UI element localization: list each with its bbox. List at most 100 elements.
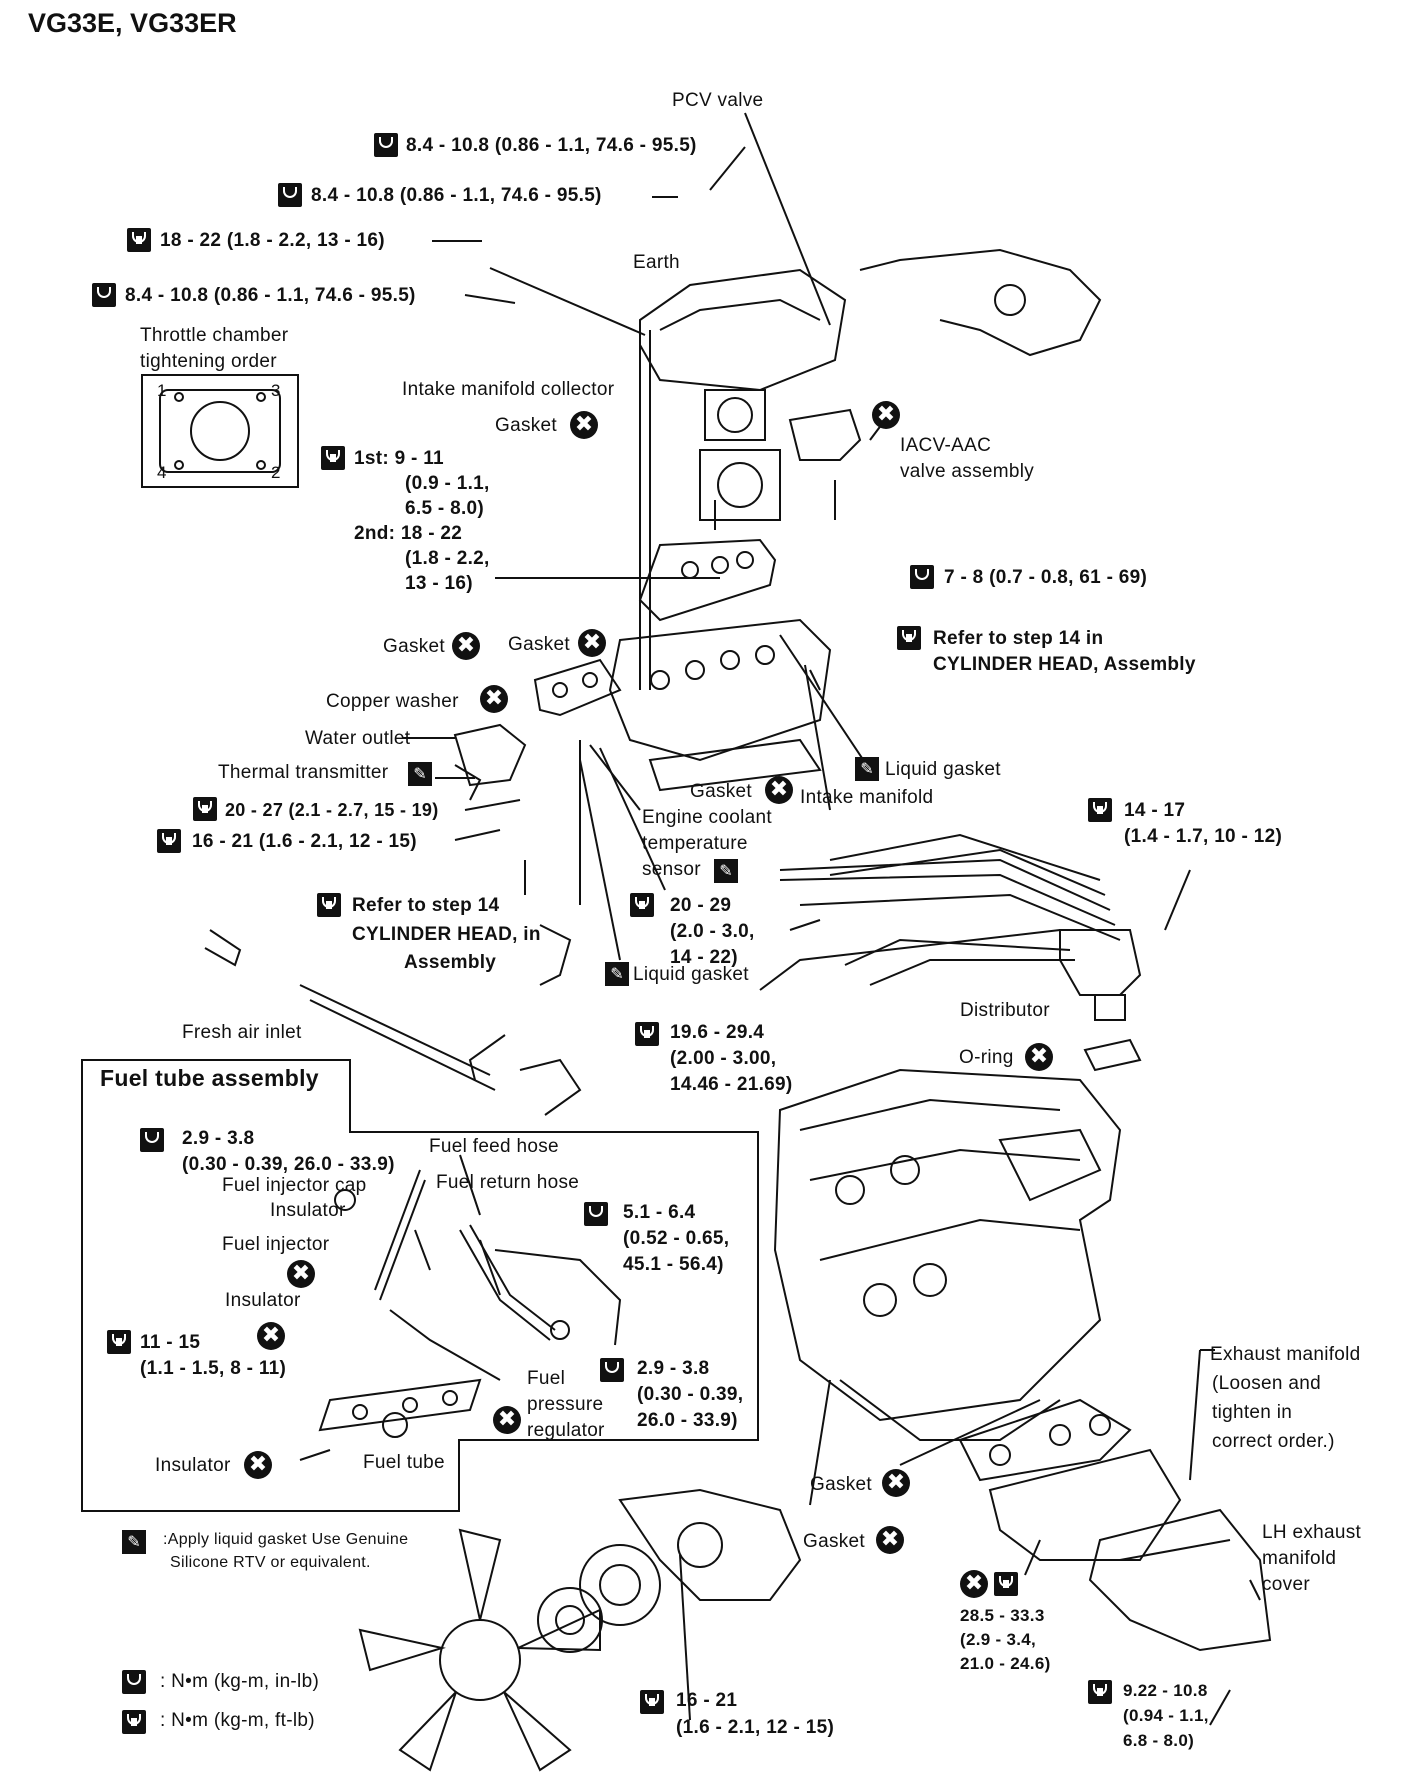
- torque-spec-14b: (0.30 - 0.39,: [637, 1384, 744, 1405]
- throttle-torque-5: (1.8 - 2.2,: [405, 548, 490, 569]
- replace-icon: ✖: [493, 1406, 521, 1434]
- refer-step-2: CYLINDER HEAD, Assembly: [933, 654, 1196, 675]
- replace-icon: ✖: [570, 411, 598, 439]
- legend-inlb: : N•m (kg-m, in-lb): [160, 1671, 320, 1692]
- torque-inlb-icon: [122, 1670, 146, 1694]
- liquid-gasket-icon: ✎: [605, 962, 629, 986]
- fuel-return-hose-label: Fuel return hose: [436, 1172, 580, 1193]
- intake-collector-label: Intake manifold collector: [402, 379, 615, 400]
- replace-icon: ✖: [578, 629, 606, 657]
- liquid-gasket-label-1: Liquid gasket: [885, 759, 1001, 780]
- torque-spec-10c: 14.46 - 21.69): [670, 1074, 793, 1095]
- coolant-sensor-label-3: sensor: [642, 859, 701, 880]
- gasket-label-6: Gasket: [803, 1531, 865, 1552]
- fuel-reg-label-3: regulator: [527, 1420, 605, 1441]
- water-outlet-label: Water outlet: [305, 728, 411, 749]
- fuel-reg-label-2: pressure: [527, 1394, 604, 1415]
- iacv-label-1: IACV-AAC: [900, 435, 992, 456]
- distributor-label: Distributor: [960, 1000, 1050, 1021]
- fresh-air-inlet-label: Fresh air inlet: [182, 1022, 302, 1043]
- thermal-transmitter-label: Thermal transmitter: [218, 762, 389, 783]
- o-ring-label: O-ring: [959, 1047, 1014, 1068]
- legend-liquid-2: Silicone RTV or equivalent.: [170, 1554, 371, 1571]
- torque-ftlb-icon: [640, 1690, 664, 1714]
- lh-cover-label-1: LH exhaust: [1262, 1522, 1362, 1543]
- page-title: VG33E, VG33ER: [28, 8, 237, 38]
- throttle-order-1: 1: [157, 381, 167, 400]
- replace-icon: ✖: [452, 632, 480, 660]
- throttle-order-title-2: tightening order: [140, 351, 277, 372]
- torque-spec-11a: 2.9 - 3.8: [182, 1128, 255, 1149]
- torque-spec-14a: 2.9 - 3.8: [637, 1358, 710, 1379]
- replace-icon: ✖: [876, 1526, 904, 1554]
- lh-cover-label-3: cover: [1262, 1574, 1310, 1595]
- liquid-gasket-icon: ✎: [122, 1530, 146, 1554]
- torque-spec-5: 7 - 8 (0.7 - 0.8, 61 - 69): [944, 567, 1148, 588]
- refer2-1: Refer to step 14: [352, 895, 500, 916]
- replace-icon: ✖: [244, 1451, 272, 1479]
- torque-spec-12b: (0.52 - 0.65,: [623, 1228, 730, 1249]
- injector-cap-label: Fuel injector cap: [222, 1175, 367, 1196]
- torque-spec-3: 18 - 22 (1.8 - 2.2, 13 - 16): [160, 230, 385, 251]
- copper-washer-label: Copper washer: [326, 691, 459, 712]
- replace-icon: ✖: [872, 401, 900, 429]
- torque-inlb-icon: [600, 1358, 624, 1382]
- torque-spec-14c: 26.0 - 33.9): [637, 1410, 738, 1431]
- torque-inlb-icon: [374, 133, 398, 157]
- torque-inlb-icon: [92, 283, 116, 307]
- torque-ftlb-icon: [317, 893, 341, 917]
- torque-spec-17b: (1.6 - 2.1, 12 - 15): [676, 1717, 835, 1738]
- refer2-2: CYLINDER HEAD, in: [352, 924, 541, 945]
- torque-spec-17a: 16 - 21: [676, 1690, 738, 1711]
- torque-spec-16c: 6.8 - 8.0): [1123, 1731, 1195, 1750]
- torque-inlb-icon: [278, 183, 302, 207]
- replace-icon: ✖: [480, 685, 508, 713]
- torque-ftlb-icon: [122, 1710, 146, 1734]
- throttle-order-4: 4: [157, 463, 167, 482]
- fuel-feed-hose-label: Fuel feed hose: [429, 1136, 559, 1157]
- gasket-label-1: Gasket: [495, 415, 557, 436]
- fuel-box-title: Fuel tube assembly: [100, 1065, 319, 1091]
- throttle-torque-6: 13 - 16): [405, 573, 473, 594]
- lh-cover-label-2: manifold: [1262, 1548, 1337, 1569]
- pcv-valve-label: PCV valve: [672, 90, 764, 111]
- gasket-label-4: Gasket: [690, 781, 752, 802]
- torque-spec-12c: 45.1 - 56.4): [623, 1254, 724, 1275]
- exhaust-label-4: correct order.): [1212, 1431, 1335, 1452]
- throttle-torque-4: 2nd: 18 - 22: [354, 523, 463, 544]
- torque-spec-15b: (2.9 - 3.4,: [960, 1630, 1037, 1649]
- torque-spec-2: 8.4 - 10.8 (0.86 - 1.1, 74.6 - 95.5): [311, 185, 602, 206]
- torque-spec-13b: (1.1 - 1.5, 8 - 11): [140, 1358, 287, 1379]
- torque-spec-1: 8.4 - 10.8 (0.86 - 1.1, 74.6 - 95.5): [406, 135, 697, 156]
- exhaust-label-1: Exhaust manifold: [1210, 1344, 1361, 1365]
- liquid-gasket-icon: ✎: [714, 859, 738, 883]
- legend-liquid-1: :Apply liquid gasket Use Genuine: [163, 1531, 409, 1548]
- gasket-label-5: Gasket: [810, 1474, 872, 1495]
- torque-ftlb-icon: [994, 1572, 1018, 1596]
- replace-icon: ✖: [1025, 1043, 1053, 1071]
- liquid-gasket-icon: ✎: [408, 762, 432, 786]
- torque-spec-16b: (0.94 - 1.1,: [1123, 1706, 1209, 1725]
- torque-spec-15a: 28.5 - 33.3: [960, 1606, 1045, 1625]
- torque-spec-15c: 21.0 - 24.6): [960, 1654, 1051, 1673]
- torque-ftlb-icon: [193, 797, 217, 821]
- coolant-sensor-label-2: temperature: [642, 833, 748, 854]
- torque-spec-9b: (2.0 - 3.0,: [670, 921, 755, 942]
- torque-spec-10b: (2.00 - 3.00,: [670, 1048, 777, 1069]
- torque-inlb-icon: [140, 1128, 164, 1152]
- throttle-order-3: 3: [271, 381, 281, 400]
- insulator-label-1: Insulator: [270, 1200, 346, 1221]
- exhaust-label-2: (Loosen and: [1212, 1373, 1321, 1394]
- coolant-sensor-label-1: Engine coolant: [642, 807, 772, 828]
- torque-ftlb-icon: [630, 893, 654, 917]
- replace-icon: ✖: [765, 776, 793, 804]
- torque-ftlb-icon: [897, 626, 921, 650]
- replace-icon: ✖: [287, 1260, 315, 1288]
- exhaust-label-3: tighten in: [1212, 1402, 1293, 1423]
- replace-icon: ✖: [960, 1570, 988, 1598]
- torque-inlb-icon: [910, 565, 934, 589]
- torque-ftlb-icon: [1088, 798, 1112, 822]
- throttle-torque-2: (0.9 - 1.1,: [405, 473, 490, 494]
